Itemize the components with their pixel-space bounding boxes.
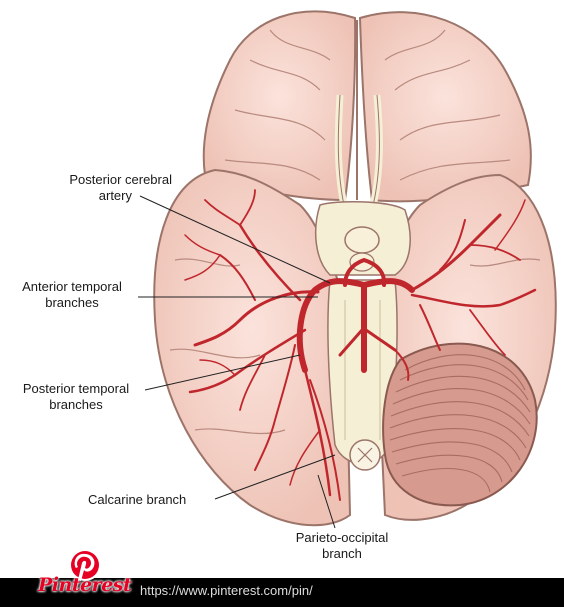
frontal-lobes — [202, 10, 532, 211]
leader-calcarine — [214, 454, 336, 500]
cerebellum — [382, 342, 538, 507]
watermark-url[interactable]: https://www.pinterest.com/pin/ — [140, 583, 313, 598]
label-parieto-occipital-branch: Parieto-occipital branch — [295, 530, 389, 561]
pituitary-stalk — [344, 226, 380, 254]
posterior-cerebral-artery-right — [361, 278, 415, 293]
arteries — [184, 189, 537, 501]
label-calcarine-branch: Calcarine branch — [88, 492, 187, 507]
leader-lines — [138, 195, 336, 529]
leader-posterior-temporal — [144, 354, 301, 391]
watermark-bar — [0, 578, 564, 607]
leader-parieto-occipital — [317, 474, 336, 529]
leader-posterior-cerebral-artery — [139, 195, 331, 284]
anterior-temporal-branch — [193, 290, 320, 347]
parieto-occipital-branch — [309, 379, 341, 501]
label-posterior-temporal-branches: Posterior temporal branches — [22, 381, 130, 412]
label-posterior-cerebral-artery: Posterior cerebral artery — [69, 172, 172, 203]
left-hemisphere-inferior — [153, 168, 352, 527]
right-frontal-lobe — [358, 11, 532, 203]
pinterest-wordmark[interactable]: Pinterest — [38, 574, 132, 596]
pinterest-logo-icon — [69, 549, 101, 581]
label-anterior-temporal-branches: Anterior temporal branches — [22, 279, 122, 310]
